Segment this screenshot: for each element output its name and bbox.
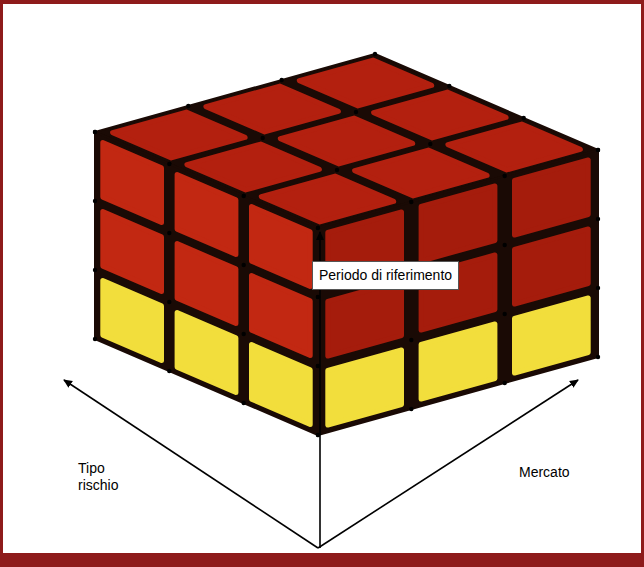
cube-tile [252, 345, 311, 425]
cube-face [95, 132, 318, 435]
cube-tile [206, 86, 339, 132]
tile-dot [503, 174, 507, 178]
cube-tile [177, 313, 236, 393]
cube-tile [177, 175, 236, 255]
tile-dot [93, 268, 97, 272]
tile-dot [167, 162, 171, 166]
tile-dot [503, 381, 507, 385]
tile-dot [93, 130, 97, 134]
tile-dot [242, 194, 246, 198]
cube-tile [515, 298, 589, 373]
cube-tile [252, 276, 311, 356]
cube-tile [328, 350, 402, 425]
axis-arrow [318, 380, 578, 548]
tile-dot [261, 136, 265, 140]
tile-dot [596, 355, 600, 359]
tile-dot [428, 142, 432, 146]
tile-dot [596, 286, 600, 290]
cube-tile [328, 281, 402, 356]
tile-dot [93, 130, 97, 134]
tile-dot [409, 200, 413, 204]
tile-dot [316, 226, 320, 230]
cube-tile [421, 324, 495, 399]
tile-dot [409, 407, 413, 411]
tile-dot [186, 104, 190, 108]
tile-dot [503, 312, 507, 316]
tile-dot [167, 231, 171, 235]
tile-dot [316, 226, 320, 230]
tile-dot [316, 226, 320, 230]
cube-tile [252, 207, 311, 287]
cube-tile [299, 60, 431, 106]
tile-dot [447, 84, 451, 88]
cube-tile [421, 186, 495, 261]
tile-dot [242, 263, 246, 267]
tile-dot [373, 52, 377, 56]
tile-dot [596, 148, 600, 152]
tile-dot [167, 369, 171, 373]
tile-dot [409, 338, 413, 342]
tile-dot [93, 337, 97, 341]
tile-dot [335, 168, 339, 172]
tile-dot [503, 174, 507, 178]
cube-tile [103, 212, 162, 292]
axis-label: Tipo rischio [78, 460, 138, 494]
tile-dot [242, 401, 246, 405]
axis-label: Periodo di riferimento [312, 261, 459, 290]
cube-tile [103, 281, 162, 361]
tile-dot [409, 200, 413, 204]
tile-dot [242, 194, 246, 198]
tile-dot [167, 300, 171, 304]
cube-tile [374, 92, 507, 138]
cube-tile [515, 160, 589, 235]
bottom-band [0, 553, 644, 567]
tile-dot [280, 78, 284, 82]
tile-dot [93, 199, 97, 203]
cube-tile [515, 229, 589, 304]
tile-dot [242, 332, 246, 336]
cube-tile [103, 143, 162, 223]
tile-dot [354, 110, 358, 114]
cube [93, 52, 600, 437]
cube-face [318, 150, 598, 435]
tile-dot [503, 243, 507, 247]
tile-dot [596, 217, 600, 221]
axis-arrow [64, 380, 318, 548]
tile-dot [167, 162, 171, 166]
tile-dot [596, 148, 600, 152]
cube-tile [177, 244, 236, 324]
tile-dot [522, 116, 526, 120]
cube-tile [280, 118, 412, 164]
axis-label: Mercato [519, 464, 570, 481]
